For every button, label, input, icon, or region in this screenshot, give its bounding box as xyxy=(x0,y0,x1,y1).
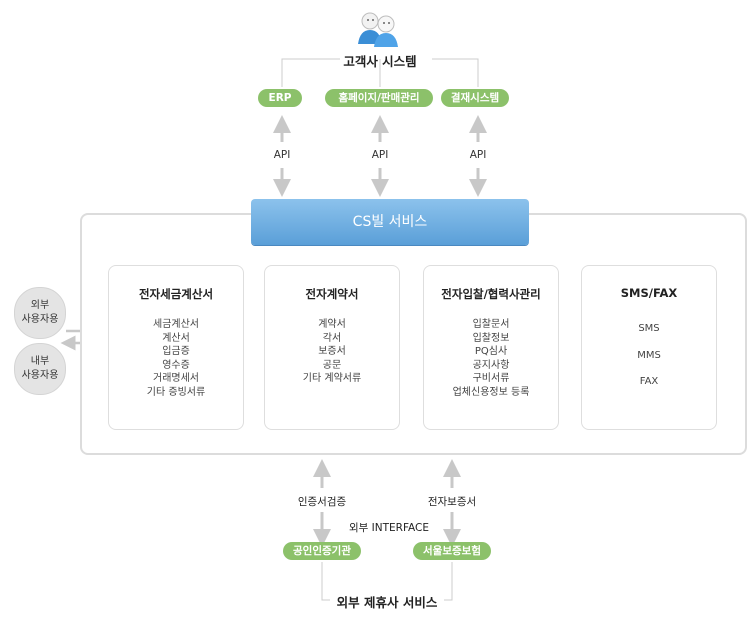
list-item: 공문 xyxy=(322,359,342,371)
card-title: SMS/FAX xyxy=(620,286,678,300)
external-user-circle[interactable]: 외부 사용자용 xyxy=(14,287,66,339)
customer-system-title: 고객사 시스템 xyxy=(343,54,417,69)
list-item: 세금계산서 xyxy=(153,319,199,330)
list-item: PQ심사 xyxy=(474,346,508,357)
certification-authority-pill[interactable]: 공인인증기관 xyxy=(283,542,361,560)
external-user-label-line2: 사용자용 xyxy=(21,314,59,325)
internal-user-label-line1: 내부 xyxy=(30,356,50,367)
card-sms-fax[interactable]: SMS/FAX SMS MMS FAX xyxy=(581,265,717,430)
external-user-label-line1: 외부 xyxy=(30,300,50,311)
api-label-homepage: API xyxy=(371,149,389,161)
card-item-list: 세금계산서 계산서 입금증 영수증 거래명세서 기타 증빙서류 xyxy=(109,318,243,399)
card-item-list: 입찰문서 입찰정보 PQ심사 공지사항 구비서류 업체신용정보 등록 xyxy=(424,318,558,399)
card-e-bidding[interactable]: 전자입찰/협력사관리 입찰문서 입찰정보 PQ심사 공지사항 구비서류 업체신용… xyxy=(423,265,559,430)
list-item: 입찰정보 xyxy=(472,332,510,344)
list-item: 입금증 xyxy=(162,346,190,357)
list-item: 공지사항 xyxy=(472,359,510,371)
card-e-contract[interactable]: 전자계약서 계약서 각서 보증서 공문 기타 계약서류 xyxy=(264,265,400,430)
list-item: 기타 계약서류 xyxy=(302,373,362,384)
card-e-tax-invoice[interactable]: 전자세금계산서 세금계산서 계산서 입금증 영수증 거래명세서 기타 증빙서류 xyxy=(108,265,244,430)
seoul-guarantee-pill[interactable]: 서울보증보험 xyxy=(413,542,491,560)
card-title: 전자계약서 xyxy=(305,287,359,301)
cs-service-banner[interactable]: CS빌 서비스 xyxy=(251,199,529,245)
homepage-sales-pill[interactable]: 홈페이지/판매관리 xyxy=(325,89,433,107)
card-title: 전자입찰/협력사관리 xyxy=(441,287,541,301)
card-title: 전자세금계산서 xyxy=(138,287,214,301)
erp-pill[interactable]: ERP xyxy=(258,89,302,107)
list-item: SMS xyxy=(638,323,660,334)
users-icon xyxy=(358,12,398,47)
list-item: 영수증 xyxy=(162,359,190,371)
list-item: 계산서 xyxy=(162,332,190,344)
e-guarantee-label: 전자보증서 xyxy=(427,496,477,508)
list-item: FAX xyxy=(639,376,659,387)
list-item: 보증서 xyxy=(318,346,346,357)
api-label-approval: API xyxy=(469,149,487,161)
card-item-list: 계약서 각서 보증서 공문 기타 계약서류 xyxy=(265,318,399,386)
list-item: MMS xyxy=(637,349,661,361)
list-item: 거래명세서 xyxy=(153,373,199,384)
card-item-list: SMS MMS FAX xyxy=(582,316,716,396)
list-item: 입찰문서 xyxy=(472,319,510,330)
approval-system-pill[interactable]: 결재시스템 xyxy=(441,89,509,107)
certificate-verification-label: 인증서검증 xyxy=(297,496,347,508)
list-item: 계약서 xyxy=(318,319,346,330)
external-partner-service-title: 외부 제휴사 서비스 xyxy=(336,595,438,610)
list-item: 구비서류 xyxy=(472,373,510,384)
internal-user-label-line2: 사용자용 xyxy=(21,370,59,381)
list-item: 업체신용정보 등록 xyxy=(452,386,530,398)
list-item: 기타 증빙서류 xyxy=(146,386,206,398)
internal-user-circle[interactable]: 내부 사용자용 xyxy=(14,343,66,395)
external-interface-label: 외부 INTERFACE xyxy=(349,522,429,534)
list-item: 각서 xyxy=(322,332,342,344)
api-label-erp: API xyxy=(273,149,291,161)
